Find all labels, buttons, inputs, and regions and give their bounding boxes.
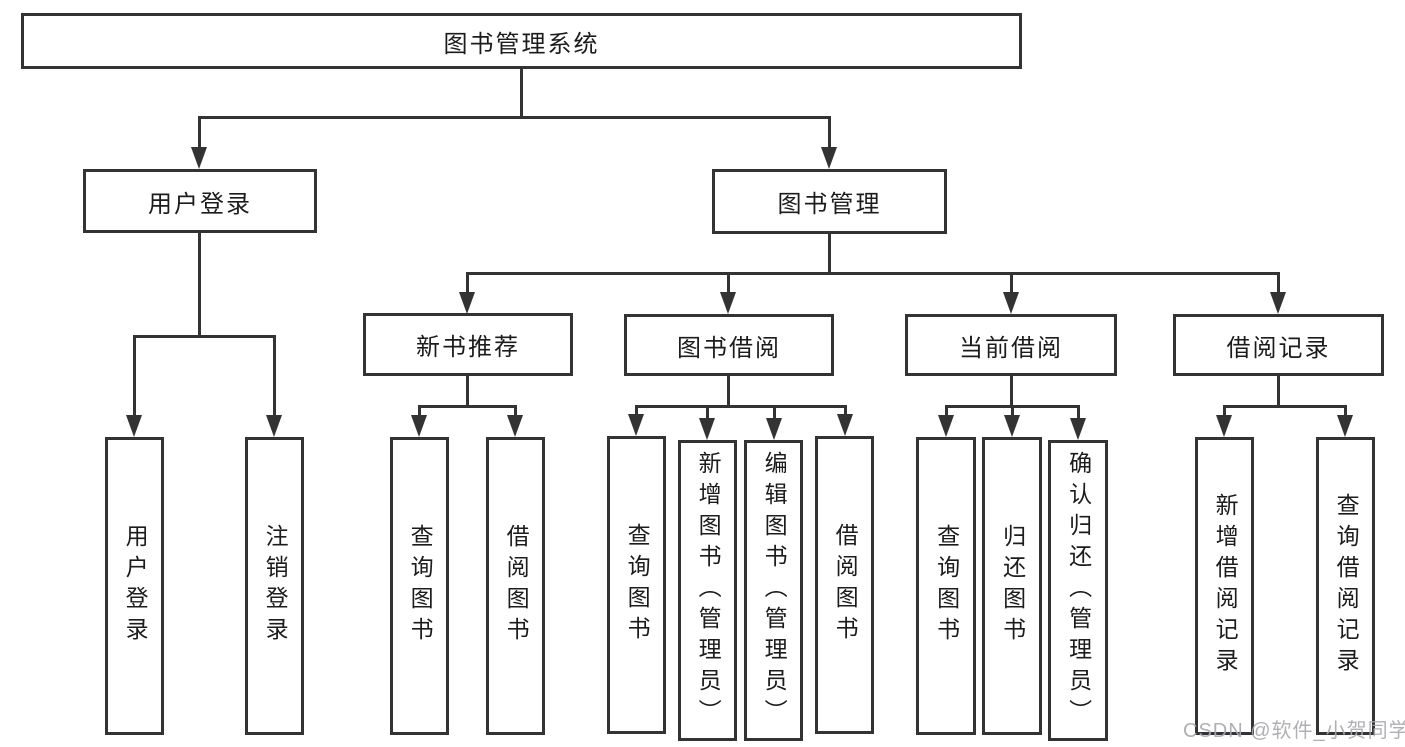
edge-arrowstem-book-borrow [726,273,730,293]
leaf-borrow-books-2: 借阅图书 [815,436,874,734]
edge-arrowstem-add-books [705,406,709,419]
leaf-edit-books-admin-label: 编辑图书（管理员） [761,451,788,730]
leaf-borrow-books-1: 借阅图书 [486,437,545,735]
edge-level3-rail [465,272,1280,275]
edge-book-borrow-stem [726,376,730,407]
arrow-into-current-borrow [1003,292,1019,314]
arrow-into-confirm-return [1070,418,1086,440]
leaf-confirm-return-admin: 确认归还（管理员） [1048,440,1108,741]
edge-arrowstem-query-record [1343,406,1347,416]
arrow-into-borrow2 [837,414,853,436]
edge-arrowstem-current-borrow [1009,273,1013,293]
arrow-into-add-record [1216,415,1232,437]
edge-arrowstem-borrow-records [1276,273,1280,293]
leaf-logout: 注销登录 [245,437,304,735]
edge-arrowstem-query2 [634,406,638,416]
leaf-query-books-3: 查询图书 [916,437,976,735]
edge-records-group-rail [1222,405,1347,408]
arrow-into-book-management [821,147,837,169]
leaf-borrow-books-2-label: 借阅图书 [832,523,859,647]
edge-usergroup-rail [132,335,276,338]
edge-arrowstem-leaf-logout [272,336,276,416]
edge-arrowstem-book-management [827,117,831,148]
node-library-management-system: 图书管理系统 [21,13,1022,69]
node-new-book-recommendation: 新书推荐 [363,313,573,376]
edge-arrowstem-query1 [417,406,421,416]
node-current-borrowing: 当前借阅 [905,314,1117,376]
leaf-edit-books-admin: 编辑图书（管理员） [744,440,803,741]
edge-current-borrow-stem [1009,375,1013,407]
edge-book-management-stem [827,233,831,275]
edge-bookborrow-group-rail [634,405,847,408]
edge-root-stem [519,69,523,118]
leaf-add-borrow-record: 新增借阅记录 [1195,437,1254,735]
leaf-confirm-return-admin-label: 确认归还（管理员） [1065,451,1092,730]
arrow-into-user-login [191,147,207,169]
arrow-into-book-borrow [720,292,736,314]
edge-borrow-records-stem [1276,375,1280,407]
leaf-add-books-admin: 新增图书（管理员） [678,440,737,741]
arrow-into-borrow-records [1270,292,1286,314]
arrow-into-borrow1 [507,415,523,437]
leaf-query-borrow-record: 查询借阅记录 [1316,437,1375,735]
leaf-query-books-3-label: 查询图书 [933,524,960,648]
edge-newbook-group-rail [417,405,517,408]
edge-arrowstem-new-book [465,273,469,293]
edge-arrowstem-add-record [1222,406,1226,416]
edge-arrowstem-user-login [197,117,201,148]
leaf-user-login: 用户登录 [105,437,164,735]
edge-arrowstem-edit-books [772,406,776,419]
leaf-query-books-1: 查询图书 [390,437,449,735]
edge-arrowstem-query3 [944,406,948,416]
edge-new-book-stem [465,376,469,407]
arrow-into-query1 [411,415,427,437]
edge-level2-rail [197,115,831,119]
node-book-borrowing: 图书借阅 [624,314,834,376]
edge-arrowstem-return-books [1010,406,1014,416]
edge-arrowstem-borrow1 [513,406,517,416]
node-borrowing-records: 借阅记录 [1173,314,1384,376]
arrow-into-add-books [699,418,715,440]
arrow-into-edit-books [766,418,782,440]
arrow-into-query3 [938,415,954,437]
arrow-into-leaf-logout [266,415,282,437]
edge-user-login-stem [197,232,201,338]
csdn-watermark: CSDN @软件_小贺同学 [1183,720,1405,742]
leaf-borrow-books-1-label: 借阅图书 [503,524,530,648]
node-book-management: 图书管理 [712,169,947,234]
leaf-query-books-2-label: 查询图书 [624,523,651,647]
leaf-logout-label: 注销登录 [262,524,289,648]
arrow-into-return-books [1004,415,1020,437]
leaf-return-books: 归还图书 [982,437,1042,735]
arrow-into-leaf-login [126,415,142,437]
arrow-into-query2 [628,414,644,436]
leaf-query-books-2: 查询图书 [607,436,666,734]
edge-arrowstem-leaf-login [132,336,136,416]
edge-arrowstem-confirm-return [1076,406,1080,419]
leaf-user-login-label: 用户登录 [122,524,149,648]
leaf-add-books-admin-label: 新增图书（管理员） [695,451,722,730]
leaf-query-books-1-label: 查询图书 [407,524,434,648]
edge-arrowstem-borrow2 [843,406,847,416]
arrow-into-query-record [1337,415,1353,437]
arrow-into-new-book [459,292,475,314]
leaf-return-books-label: 归还图书 [999,524,1026,648]
node-user-login: 用户登录 [83,169,317,233]
leaf-query-borrow-record-label: 查询借阅记录 [1333,493,1360,679]
leaf-add-borrow-record-label: 新增借阅记录 [1212,493,1239,679]
